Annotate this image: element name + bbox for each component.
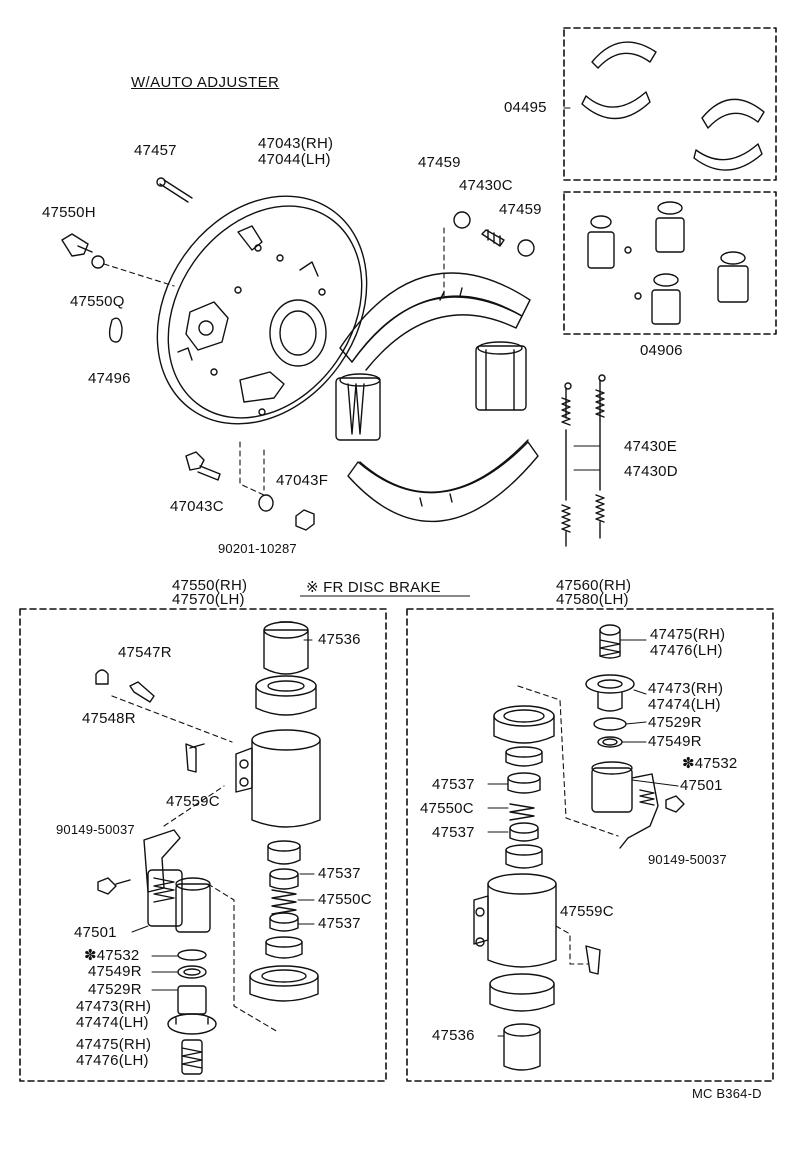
cap-47459a [453,211,471,229]
box-04906 [563,191,777,335]
part-label-47537-left-b: 47537 [318,915,361,932]
part-label-47473-left: 47473(RH) [76,998,152,1015]
part-label-47550q: 47550Q [70,293,125,310]
part-label-47532-left: ✽47532 [84,947,140,964]
part-label-47430e: 47430E [624,438,677,455]
part-label-90201-10287: 90201-10287 [218,541,297,556]
part-label-90149-50037-left: 90149-50037 [56,822,135,837]
backing-plate [156,195,368,425]
part-label-47043f: 47043F [276,472,329,489]
fr-disc-brake-title: ※ FR DISC BRAKE [306,579,441,596]
part-label-47501-left: 47501 [74,924,117,941]
diagram-title: W/AUTO ADJUSTER [131,74,280,91]
nut-47043f [295,509,315,531]
brake-shoe-lower [347,439,539,523]
part-label-47550c-right: 47550C [420,800,474,817]
spring-47430c [481,229,505,247]
pin-47457 [156,177,193,203]
part-label-47430d: 47430D [624,463,678,480]
part-label-47430c: 47430C [459,177,513,194]
part-label-47550: 47550(RH) [172,577,248,594]
part-label-47476-left: 47476(LH) [76,1052,149,1069]
shoe-lining-set [581,41,765,171]
washer-47550q [91,255,105,269]
box-right-caliper [406,608,774,1082]
part-label-47549r-right: 47549R [648,733,702,750]
part-label-47559c-right: 47559C [560,903,614,920]
part-label-47548r: 47548R [82,710,136,727]
box-left-caliper [19,608,387,1082]
right-caliper-parts [473,624,685,1071]
part-label-47476-right: 47476(LH) [650,642,723,659]
part-label-47550c-left: 47550C [318,891,372,908]
part-label-47459-right: 47459 [499,201,542,218]
cap-47459b [517,239,535,257]
part-label-47537-right-b: 47537 [432,824,475,841]
part-label-47501-right: 47501 [680,777,723,794]
part-label-47550h: 47550H [42,204,96,221]
part-label-47473-right: 47473(RH) [648,680,724,697]
part-label-47532-right: ✽47532 [682,755,738,772]
part-label-47043: 47043(RH) [258,135,334,152]
cylinder-kit-set [587,201,749,325]
return-spring-47430e [595,374,606,539]
washer-90201 [258,494,274,512]
part-label-47536-left: 47536 [318,631,361,648]
part-label-47537-left-a: 47537 [318,865,361,882]
brake-shoe-upper [339,272,531,371]
bolt-47043c [185,451,221,481]
part-label-47559c-left: 47559C [166,793,220,810]
part-label-47537-right-a: 47537 [432,776,475,793]
part-label-04906: 04906 [640,342,683,359]
wheel-cylinder-right [475,341,527,411]
part-label-47044: 47044(LH) [258,151,331,168]
part-label-47043c: 47043C [170,498,224,515]
part-label-47570: 47570(LH) [172,591,245,608]
bolt-47550h [61,233,93,257]
part-label-04495: 04495 [504,99,547,116]
return-spring-47430d [561,382,572,547]
diagram-reference-code: MC B364-D [692,1086,762,1101]
part-label-47475-left: 47475(RH) [76,1036,152,1053]
part-label-47459-top: 47459 [418,154,461,171]
part-label-47457: 47457 [134,142,177,159]
part-label-47547r: 47547R [118,644,172,661]
part-label-47580: 47580(LH) [556,591,629,608]
part-label-47474-right: 47474(LH) [648,696,721,713]
plug-47496 [108,317,123,343]
part-label-47536-right: 47536 [432,1027,475,1044]
part-label-47529r-left: 47529R [88,981,142,998]
part-label-47474-left: 47474(LH) [76,1014,149,1031]
part-label-47549r-left: 47549R [88,963,142,980]
wheel-cylinder-left [335,373,381,441]
part-label-47560: 47560(RH) [556,577,632,594]
part-label-47496: 47496 [88,370,131,387]
part-label-47529r-right: 47529R [648,714,702,731]
part-label-90149-50037-right: 90149-50037 [648,852,727,867]
box-04495 [563,27,777,181]
part-label-47475-right: 47475(RH) [650,626,726,643]
left-caliper-parts [95,621,321,1075]
